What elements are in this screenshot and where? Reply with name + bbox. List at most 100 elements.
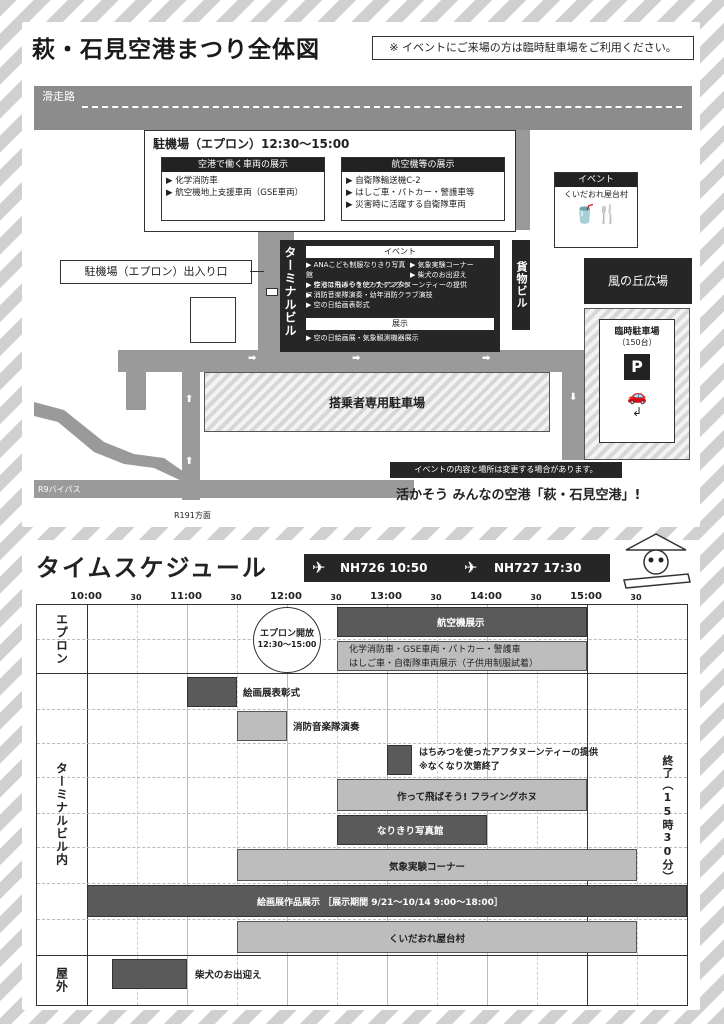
list-item: ▶ 気象実験コーナー [410,261,474,269]
end-label: 終了（15時30分） [661,755,674,883]
row-line [37,639,687,640]
apron-title: 駐機場（エプロン）12:30～15:00 [153,137,350,151]
food-event-label: くいだおれ屋台村 [564,190,628,199]
temp-parking-label: 臨時駐車場 [614,327,660,337]
event-weather-corner: 気象実験コーナー [389,862,466,873]
event-afternoon-tea-note: ※なくなり次第終了 [419,762,500,772]
time-label: 10:00 [70,591,102,602]
parking-icon: P [624,354,650,380]
arrow-right-icon: ➡ [482,353,491,364]
bar-vehicle-display [337,641,587,671]
cargo-building: 貨物ビル [512,240,530,330]
grid-line [237,605,238,1005]
building-block [190,297,236,343]
bar-weather-corner [237,849,637,881]
time-label: 30 [630,593,642,602]
section-line [37,955,687,956]
list-item: ▶ 航空機地上支援車両（GSE車両） [166,188,304,198]
access-road [182,350,200,500]
list-item: ▶ はしご車・パトカー・警護車等 [346,188,475,198]
arrow-up-icon: ⬆ [185,394,194,405]
flight-departure-2: NH727 17:30 [494,561,582,575]
category-terminal: ターミナルビル内 [54,762,69,866]
gate-leader [250,271,264,272]
r191-label: R191方面 [174,511,211,520]
bar-afternoon-tea [387,745,412,775]
event-fire-band: 消防音楽隊演奏 [293,722,360,733]
row-line [37,883,687,884]
list-item: ▶ 空港はちみつを使ったアフタヌーンティーの提供 [306,281,467,289]
event-award-ceremony: 絵画展表彰式 [243,688,301,699]
time-label: 30 [430,593,442,602]
turn-arrow-icon: ↲ [631,405,643,419]
main-road [118,350,588,372]
grid-line [637,605,638,1005]
vehicle-display-head: 空港で働く車両の展示 [162,158,324,172]
time-label: 11:00 [170,591,202,602]
kaze-no-oka-plaza: 風の丘広場 [584,258,692,304]
terminal-event-list-bottom: ▶ 空港はちみつを使ったアフタヌーンティーの提供 ▶ 消防音楽隊演奏・幼年消防ク… [306,280,496,310]
bar-painting-exhibit [87,885,687,917]
passenger-parking: 搭乗者専用駐車場 [204,372,550,432]
vehicle-list: ▶ 化学消防車 ▶ 航空機地上支援車両（GSE車両） [162,172,324,202]
time-label: 13:00 [370,591,402,602]
runway [34,86,692,130]
list-item: ▶ 空の日絵画展・気象観測機器展示 [306,334,419,342]
bar-award-ceremony [187,677,237,707]
runway-label: 滑走路 [42,90,75,103]
parking-notice: ※ イベントにご来場の方は臨時駐車場をご利用ください。 [372,36,694,60]
bar-food-village [237,921,637,953]
change-notice: イベントの内容と場所は変更する場合があります。 [390,462,622,478]
bar-shiba-greeting [112,959,187,989]
side-road [126,350,146,410]
car-icon: 🚗 [627,386,647,405]
grid-line [587,605,588,1005]
bar-flying-honu [337,779,587,811]
row-line [37,813,687,814]
schedule-grid: エプロン ターミナルビル内 屋外 エプロン開放 12:30～15:00 航空機展… [36,604,688,1006]
river-shape [34,402,184,482]
arrow-down-icon: ⬇ [569,392,578,403]
terminal-display-head: 展示 [306,318,494,330]
time-label: 30 [530,593,542,602]
time-label: 30 [130,593,142,602]
category-outdoor: 屋外 [54,967,69,993]
time-label: 14:00 [470,591,502,602]
time-label: 30 [330,593,342,602]
time-label: 30 [230,593,242,602]
event-shiba-greeting: 柴犬のお出迎え [195,970,262,981]
event-vehicle-display-1: 化学消防車・GSE車両・パトカー・警護車 [349,645,521,655]
vehicle-display-box: 空港で働く車両の展示 ▶ 化学消防車 ▶ 航空機地上支援車両（GSE車両） [161,157,325,221]
bypass-road [34,480,414,498]
aircraft-list: ▶ 自衛隊輸送機C-2 ▶ はしご車・パトカー・警護車等 ▶ 災害時に活躍する自… [342,172,504,214]
terminal-event-head: イベント [306,246,494,258]
map-title: 萩・石見空港まつり全体図 [32,37,320,63]
apron-open-label: エプロン開放 [259,629,314,639]
slogan: 活かそう みんなの空港「萩・石見空港」! [396,488,641,503]
aircraft-display-head: 航空機等の展示 [342,158,504,172]
list-item: ▶ 自衛隊輸送機C-2 [346,176,421,186]
apron-open-time: 12:30～15:00 [257,640,317,649]
list-item: ▶ 化学消防車 [166,176,218,186]
bar-photo-studio [337,815,487,845]
section-line [37,673,687,674]
event-vehicle-display-2: はしご車・自衛隊車両展示（子供用制服試着） [349,659,539,669]
list-item: ▶ 空の日絵画表彰式 [306,301,370,309]
parking-road [562,350,588,460]
terminal-event-list-right: ▶ 気象実験コーナー ▶ 柴犬のお出迎え [410,260,496,280]
temp-parking-area: 臨時駐車場 （150台） P 🚗 ↲ [584,308,690,460]
gate-marker [266,288,278,296]
mascot-illustration [623,533,691,589]
arrow-right-icon: ➡ [352,353,361,364]
row-line [37,919,687,920]
temp-parking-box: 臨時駐車場 （150台） P 🚗 ↲ [599,319,675,443]
list-item: ▶ 柴犬のお出迎え [410,271,467,279]
grid-line [137,605,138,1005]
time-label: 12:00 [270,591,302,602]
terminal-event-list: ▶ ANAこども制服なりきり写真館 ▶ 作って飛ばそう! フライングホヌ [306,260,410,300]
event-flying-honu: 作って飛ばそう! フライングホヌ [397,792,538,803]
flight-bar: ✈ NH726 10:50 ✈ NH727 17:30 [304,554,610,582]
aircraft-display-box: 航空機等の展示 ▶ 自衛隊輸送機C-2 ▶ はしご車・パトカー・警護車等 ▶ 災… [341,157,505,221]
apron-box: 駐機場（エプロン）12:30～15:00 空港で働く車両の展示 ▶ 化学消防車 … [144,130,516,232]
schedule-title: タイムスケジュール [36,554,268,582]
